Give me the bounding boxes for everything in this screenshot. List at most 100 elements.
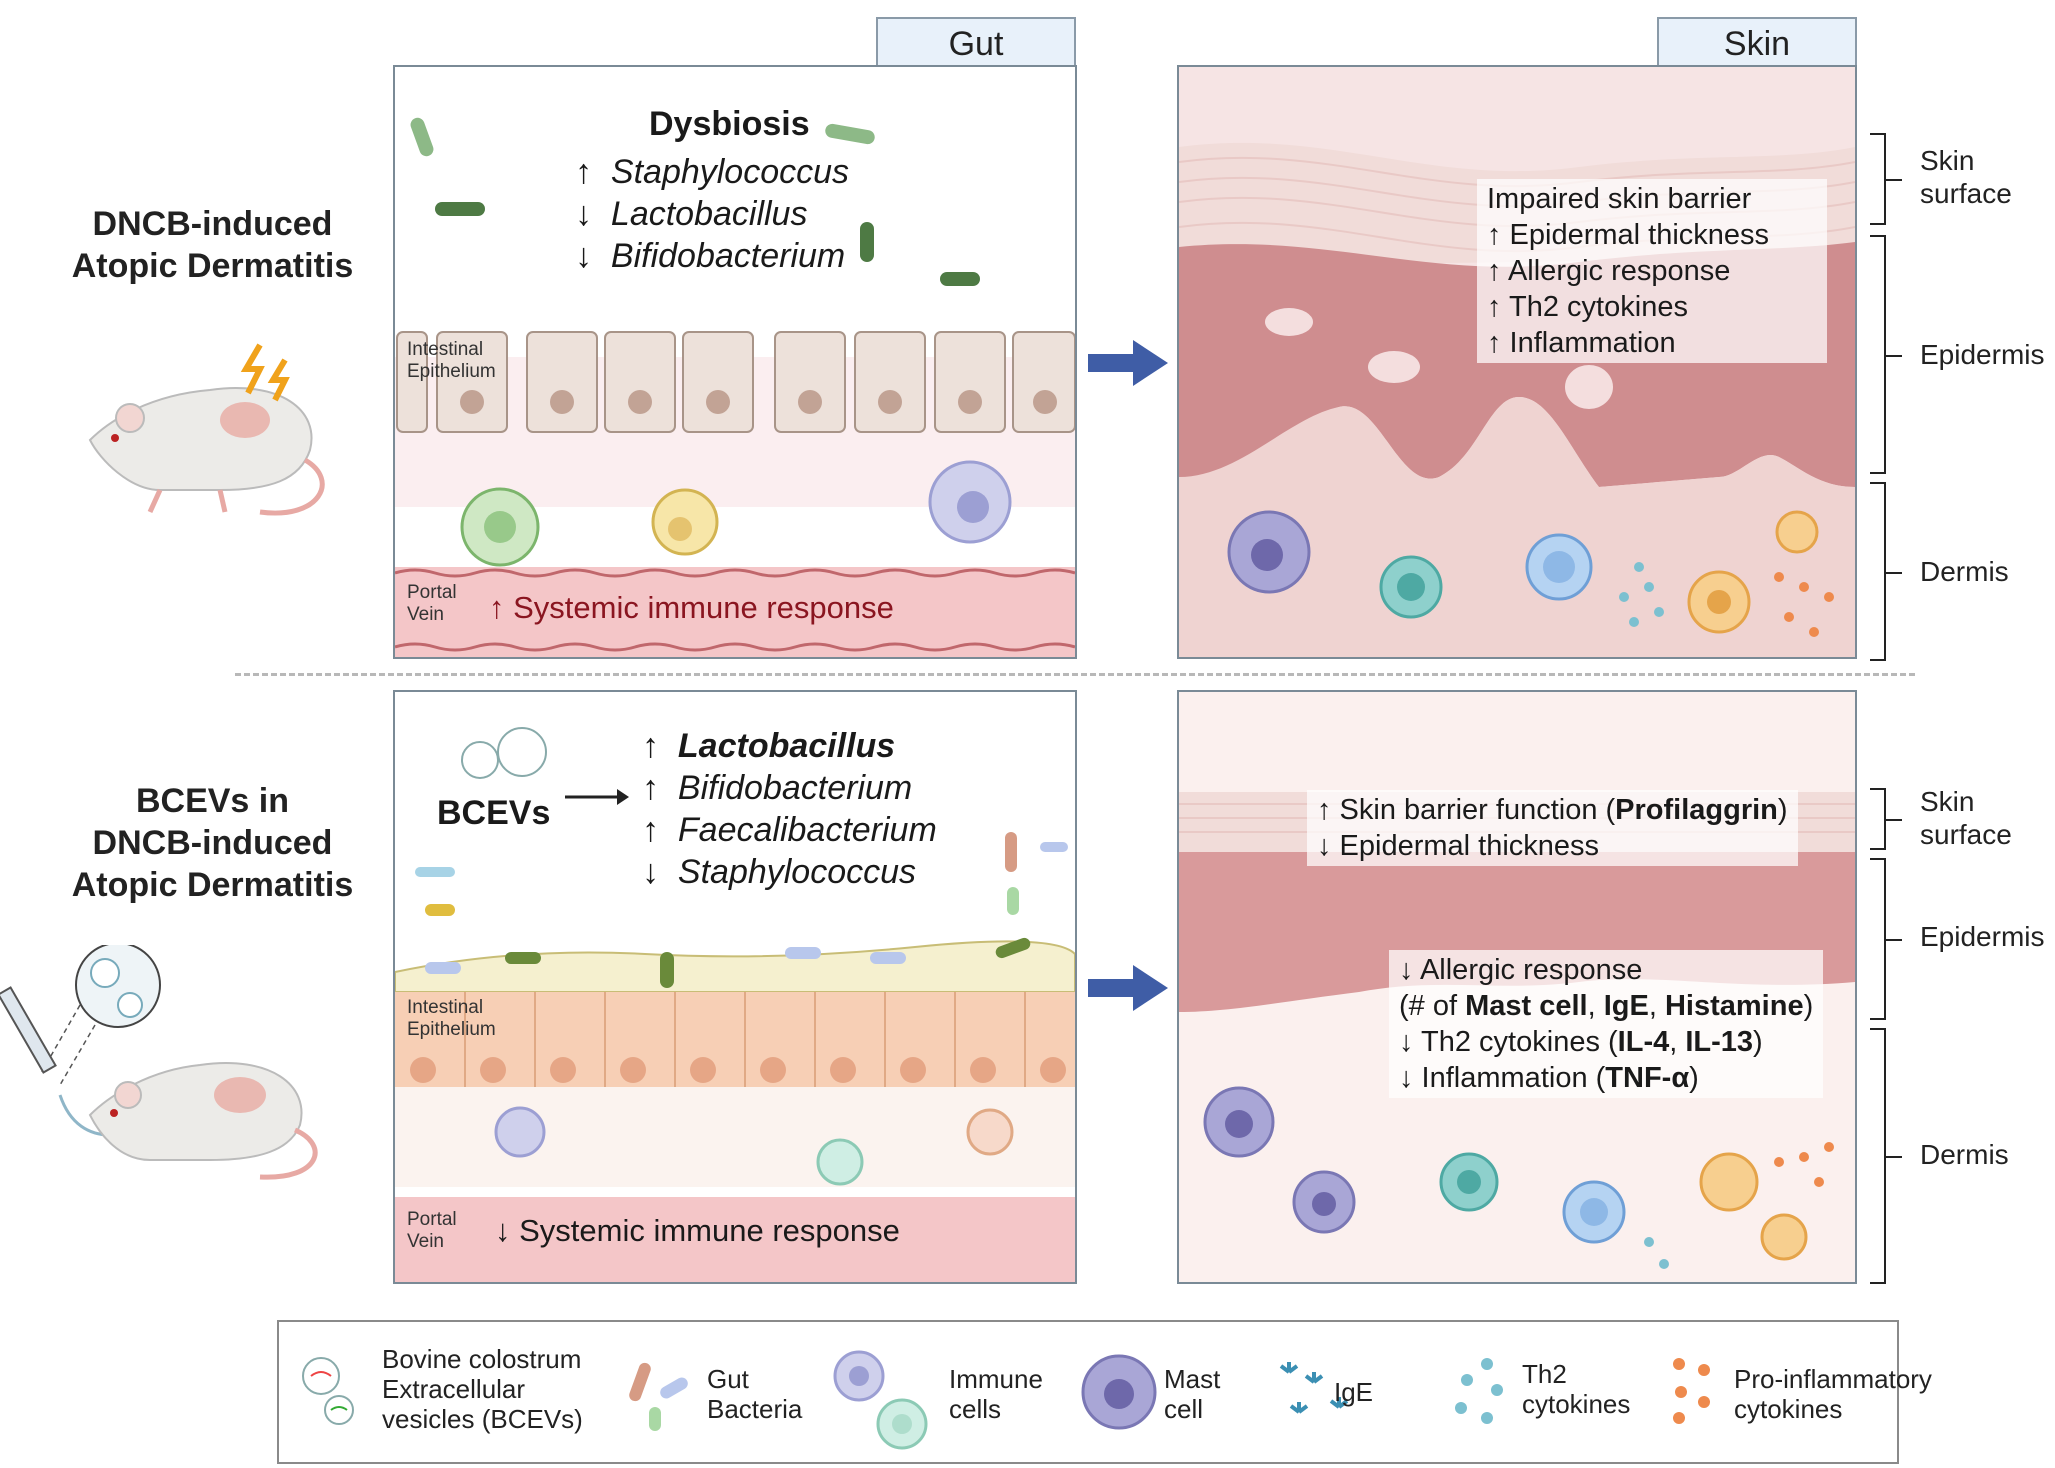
text-segment: (# of [1399,990,1466,1022]
pro-inflammatory-cytokines-icon [1673,1358,1710,1424]
bracket-epidermis-bottom [1870,858,1902,1020]
bracket-skin-surface-top [1870,133,1902,225]
text-segment: , [1587,990,1604,1022]
bacteria-name: Bifidobacterium [610,237,846,275]
bracket-dermis-bottom [1870,1028,1902,1284]
effect-line: Impaired skin barrier [1487,183,1752,215]
bacteria-name: Staphylococcus [677,853,917,891]
label-line: Skin [1920,786,1975,817]
gut-bottom-item-0: ↑ Lactobacillus [642,725,895,767]
label-line: Intestinal [407,997,484,1018]
row-label-line: DNCB-induced [92,205,333,243]
label-line: Skin [1920,145,1975,176]
label-line: Extracellular [382,1374,526,1404]
allergic-line: ↓ Allergic response [1399,954,1643,986]
ige-icon [1279,1362,1349,1414]
skin-panel-top: Impaired skin barrier ↑ Epidermal thickn… [1177,65,1857,659]
legend-gut-label: Gut Bacteria [707,1364,802,1424]
bracket-dermis-top [1870,482,1902,661]
text-segment: ) [1753,1026,1763,1058]
tnf-alpha: TNF-α [1605,1062,1690,1094]
legend-immune-label: Immune cells [949,1364,1043,1424]
label-line: cell [1164,1394,1204,1424]
skin-top-effects: Impaired skin barrier ↑ Epidermal thickn… [1477,179,1827,363]
systemic-response-bottom: ↓ Systemic immune response [495,1213,900,1248]
gut-bottom-item-2: ↑ Faecalibacterium [642,809,937,851]
label-line: Immune [949,1364,1043,1394]
arrow-up-icon: ↑ [575,153,592,191]
text-segment: ↓ Inflammation ( [1399,1062,1606,1094]
label-line: Gut [707,1364,749,1394]
row-label-line: DNCB-induced [92,824,333,862]
th2-line: ↓ Th2 cytokines (IL-4, IL-13) [1399,1024,1813,1060]
text-segment: ) [1803,990,1814,1022]
histamine: Histamine [1664,990,1804,1022]
label-line: Epithelium [407,1019,496,1040]
legend-th2-label: Th2 cytokines [1522,1359,1630,1419]
legend: Bovine colostrum Extracellular vesicles … [277,1320,1932,1464]
layer-label-surface-top: Skin surface [1920,144,2012,210]
skin-bottom-barrier: ↑ Skin barrier function (Profilaggrin) ↓… [1307,790,1798,866]
gut-top-illustration [395,117,1075,657]
arrow-right-icon [1088,965,1168,1011]
gut-panel-top: Dysbiosis ↑ Staphylococcus ↓ Lactobacill… [393,65,1077,659]
tab-skin: Skin [1657,17,1857,67]
bacteria-name: Staphylococcus [610,153,850,191]
il13: IL-13 [1685,1026,1754,1058]
label-line: Th2 [1522,1359,1567,1389]
arrow-down-icon: ↓ [575,195,592,233]
effect-line: ↑ Th2 cytokines [1487,291,1688,323]
gut-top-item-2: ↓ Bifidobacterium [575,235,845,277]
th2-cytokines-icon [1455,1358,1503,1424]
skin-panel-bottom: ↑ Skin barrier function (Profilaggrin) ↓… [1177,690,1857,1284]
mouse-injection-illustration [0,945,318,1180]
bacteria-name: Lactobacillus [610,195,808,233]
il4: IL-4 [1617,1026,1670,1058]
profilaggrin: Profilaggrin [1615,794,1778,826]
thickness-line: ↓ Epidermal thickness [1317,830,1600,862]
tab-gut: Gut [876,17,1076,67]
label-line: cytokines [1522,1389,1631,1419]
label-line: Bacteria [707,1394,803,1424]
label-line: surface [1920,819,2012,850]
gut-bottom-item-3: ↓ Staphylococcus [642,851,916,893]
legend-bcev-label: Bovine colostrum Extracellular vesicles … [382,1344,583,1434]
immune-cells-icon [833,1350,928,1450]
legend-ige-label: IgE [1334,1377,1374,1407]
bcev-icon [302,1357,354,1425]
barrier-line: ↑ Skin barrier function (Profilaggrin) [1317,792,1788,828]
arrow-up-icon: ↑ [642,811,659,849]
layer-label-dermis-top: Dermis [1920,556,2009,587]
arrow-down-icon: ↓ [575,237,592,275]
arrow-up-icon: ↑ [642,769,659,807]
label-line: Vein [407,1231,444,1252]
row-label-line: Atopic Dermatitis [71,247,354,285]
row-label-bottom: BCEVs in DNCB-induced Atopic Dermatitis [40,780,385,906]
layer-label-epidermis-bottom: Epidermis [1920,921,2045,952]
text-segment: ) [1689,1062,1699,1094]
text-segment: , [1648,990,1665,1022]
gut-bottom-illustration [395,727,1075,1282]
gut-top-item-0: ↑ Staphylococcus [575,151,849,193]
inflammation-line: ↓ Inflammation (TNF-α) [1399,1060,1813,1096]
epithelium-label-bottom: Intestinal Epithelium [407,997,496,1041]
label-line: cells [949,1394,1002,1424]
gut-bottom-item-1: ↑ Bifidobacterium [642,767,912,809]
bracket-epidermis-top [1870,235,1902,474]
bacteria-name: Faecalibacterium [677,811,937,849]
mouse-lightning-illustration [88,343,325,516]
dysbiosis-title: Dysbiosis [649,105,810,143]
arrow-down-icon: ↓ [642,853,659,891]
mast-cell: Mast cell [1465,990,1588,1022]
row-divider [235,673,1915,676]
mast-cell-icon [1081,1354,1157,1430]
bracket-skin-surface-bottom [1870,788,1902,850]
bcevs-label: BCEVs [437,794,551,832]
row-label-top: DNCB-induced Atopic Dermatitis [40,203,385,287]
label-line: cytokines [1734,1394,1843,1424]
arrow-up-icon: ↑ [642,727,659,765]
label-line: Bovine colostrum [382,1344,582,1374]
effect-line: ↑ Allergic response [1487,255,1731,287]
label-line: Portal [407,582,457,603]
legend-pro-label: Pro-inflammatory cytokines [1734,1364,1932,1424]
